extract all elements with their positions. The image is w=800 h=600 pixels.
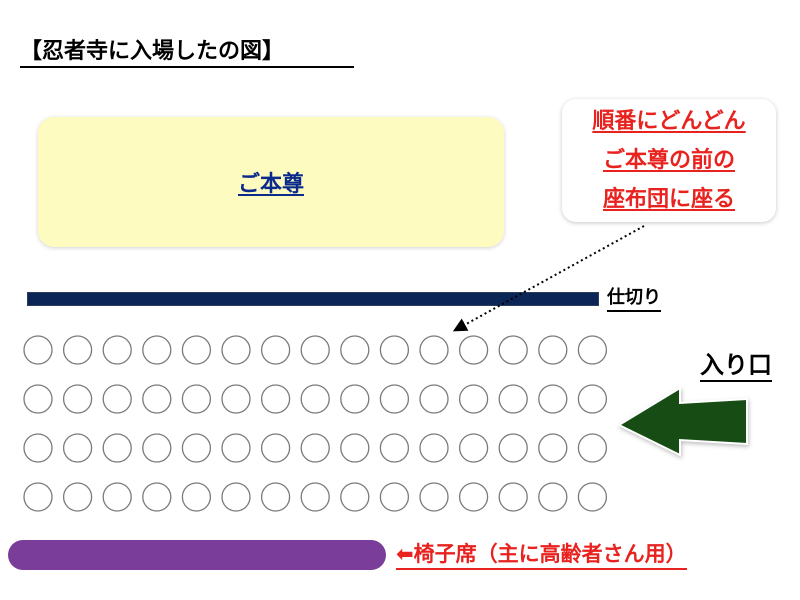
floor-cushion (379, 384, 410, 414)
altar-label: ご本尊 (237, 172, 304, 197)
floor-cushion (260, 335, 291, 365)
cushion-grid (23, 335, 608, 512)
floor-cushion (419, 433, 449, 463)
instruction-callout: 順番にどんどん ご本尊の前の 座布団に座る (562, 99, 776, 222)
callout-line: ご本尊の前の (602, 148, 735, 173)
chair-seat-label: ⬅椅子席（主に高齢者さん用） (396, 540, 687, 570)
floor-cushion (577, 384, 608, 414)
floor-cushion (102, 384, 132, 414)
floor-cushion (300, 482, 330, 512)
floor-cushion (538, 482, 568, 512)
floor-cushion (181, 433, 212, 463)
floor-cushion (23, 482, 53, 512)
floor-cushion (577, 433, 608, 463)
floor-cushion (260, 433, 291, 463)
floor-cushion (419, 335, 449, 365)
chair-seat-bar (8, 540, 386, 570)
partition-bar (27, 292, 599, 306)
floor-cushion (340, 384, 370, 414)
floor-cushion (102, 433, 132, 463)
floor-cushion (498, 384, 528, 414)
floor-cushion (260, 384, 291, 414)
floor-cushion (62, 384, 93, 414)
floor-cushion (181, 482, 212, 512)
floor-cushion (419, 384, 449, 414)
floor-cushion (62, 482, 93, 512)
floor-cushion (498, 335, 528, 365)
floor-cushion (538, 433, 568, 463)
floor-cushion (142, 433, 172, 463)
floor-cushion (498, 433, 528, 463)
altar-box: ご本尊 (38, 117, 504, 247)
page-title: 【忍者寺に入場したの図】 (20, 38, 354, 68)
floor-cushion (142, 384, 172, 414)
floor-cushion (142, 482, 172, 512)
floor-cushion (340, 433, 370, 463)
floor-cushion (577, 482, 608, 512)
callout-line: 座布団に座る (602, 187, 735, 212)
floor-cushion (458, 384, 489, 414)
floor-cushion (538, 335, 568, 365)
floor-cushion (221, 335, 251, 365)
floor-cushion (260, 482, 291, 512)
floor-cushion (23, 433, 53, 463)
floor-cushion (419, 482, 449, 512)
floor-cushion (458, 335, 489, 365)
floor-cushion (379, 482, 410, 512)
floor-cushion (221, 384, 251, 414)
floor-cushion (458, 482, 489, 512)
floor-cushion (62, 335, 93, 365)
floor-cushion (221, 433, 251, 463)
floor-cushion (577, 335, 608, 365)
floor-cushion (142, 335, 172, 365)
floor-cushion (102, 482, 132, 512)
floor-cushion (102, 335, 132, 365)
entrance-label: 入り口 (700, 350, 772, 382)
callout-line: 順番にどんどん (592, 109, 746, 134)
floor-cushion (379, 335, 410, 365)
floor-cushion (23, 335, 53, 365)
partition-label: 仕切り (607, 286, 661, 312)
floor-cushion (300, 433, 330, 463)
floor-cushion (221, 482, 251, 512)
floor-cushion (181, 335, 212, 365)
floor-cushion (498, 482, 528, 512)
floor-cushion (181, 384, 212, 414)
floor-cushion (458, 433, 489, 463)
floor-cushion (379, 433, 410, 463)
floor-cushion (300, 335, 330, 365)
floor-cushion (300, 384, 330, 414)
left-arrow-icon (616, 386, 748, 457)
floor-cushion (340, 482, 370, 512)
floor-cushion (23, 384, 53, 414)
floor-cushion (538, 384, 568, 414)
floor-cushion (340, 335, 370, 365)
floor-cushion (62, 433, 93, 463)
